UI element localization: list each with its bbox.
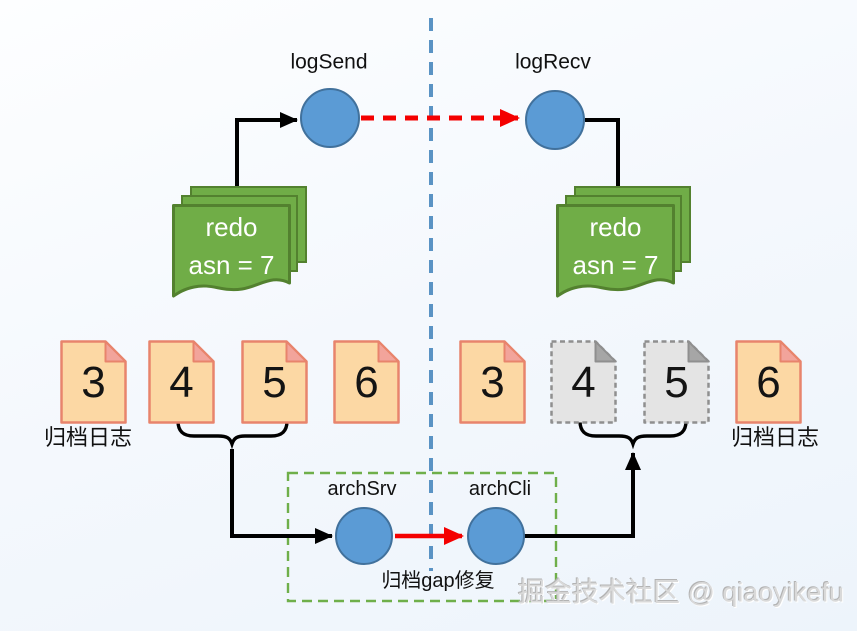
redo-line2: asn = 7 <box>572 250 659 280</box>
brace-standby-files-4-5 <box>578 419 688 450</box>
standby-archive-log-label: 归档日志 <box>730 424 820 450</box>
missing-file-icon <box>643 340 710 424</box>
file-number: 5 <box>262 358 287 407</box>
primary-archive-file-4: 4 <box>148 340 215 424</box>
file-icon <box>241 340 308 424</box>
standby-redo-text: redo asn = 7 <box>556 208 675 284</box>
redo-line1: redo <box>205 212 258 242</box>
gap-repair-caption: 归档gap修复 <box>381 570 495 592</box>
file-number: 6 <box>756 358 781 407</box>
file-number: 4 <box>169 358 194 407</box>
primary-archive-file-3: 3 <box>60 340 127 424</box>
logsend-node <box>300 88 360 148</box>
primary-archive-file-6: 6 <box>333 340 400 424</box>
standby-redo-stack: redo asn = 7 <box>556 186 696 301</box>
file-number: 3 <box>81 358 106 407</box>
file-number: 6 <box>354 358 379 407</box>
primary-archive-log-label: 归档日志 <box>43 424 133 450</box>
brace-primary-files-4-5 <box>176 419 289 450</box>
file-icon <box>148 340 215 424</box>
arrow-missing-files-to-archsrv <box>230 449 333 544</box>
archsrv-label: archSrv <box>327 478 397 500</box>
archcli-label: archCli <box>468 478 532 500</box>
primary-redo-stack: redo asn = 7 <box>172 186 312 301</box>
logrecv-label: logRecv <box>515 50 591 74</box>
watermark-text: 掘金技术社区 @ qiaoyikefu <box>518 577 844 608</box>
standby-archive-file-5-missing: 5 <box>643 340 710 424</box>
file-number: 3 <box>480 358 505 407</box>
logrecv-node <box>525 90 585 150</box>
arrow-archcli-to-missing-files <box>524 452 641 538</box>
primary-archive-file-5: 5 <box>241 340 308 424</box>
standby-archive-file-4-missing: 4 <box>550 340 617 424</box>
file-number: 5 <box>664 358 689 407</box>
file-icon <box>459 340 526 424</box>
archsrv-node <box>335 507 393 565</box>
primary-redo-text: redo asn = 7 <box>172 208 291 284</box>
file-icon <box>333 340 400 424</box>
redo-line2: asn = 7 <box>188 250 275 280</box>
redo-sheet-front <box>556 204 675 298</box>
standby-archive-file-3: 3 <box>459 340 526 424</box>
redo-sheet-front <box>172 204 291 298</box>
archcli-node <box>467 507 525 565</box>
logsend-label: logSend <box>290 50 368 74</box>
redo-line1: redo <box>589 212 642 242</box>
file-number: 4 <box>571 358 596 407</box>
file-icon <box>735 340 802 424</box>
file-icon <box>60 340 127 424</box>
standby-archive-file-6: 6 <box>735 340 802 424</box>
missing-file-icon <box>550 340 617 424</box>
